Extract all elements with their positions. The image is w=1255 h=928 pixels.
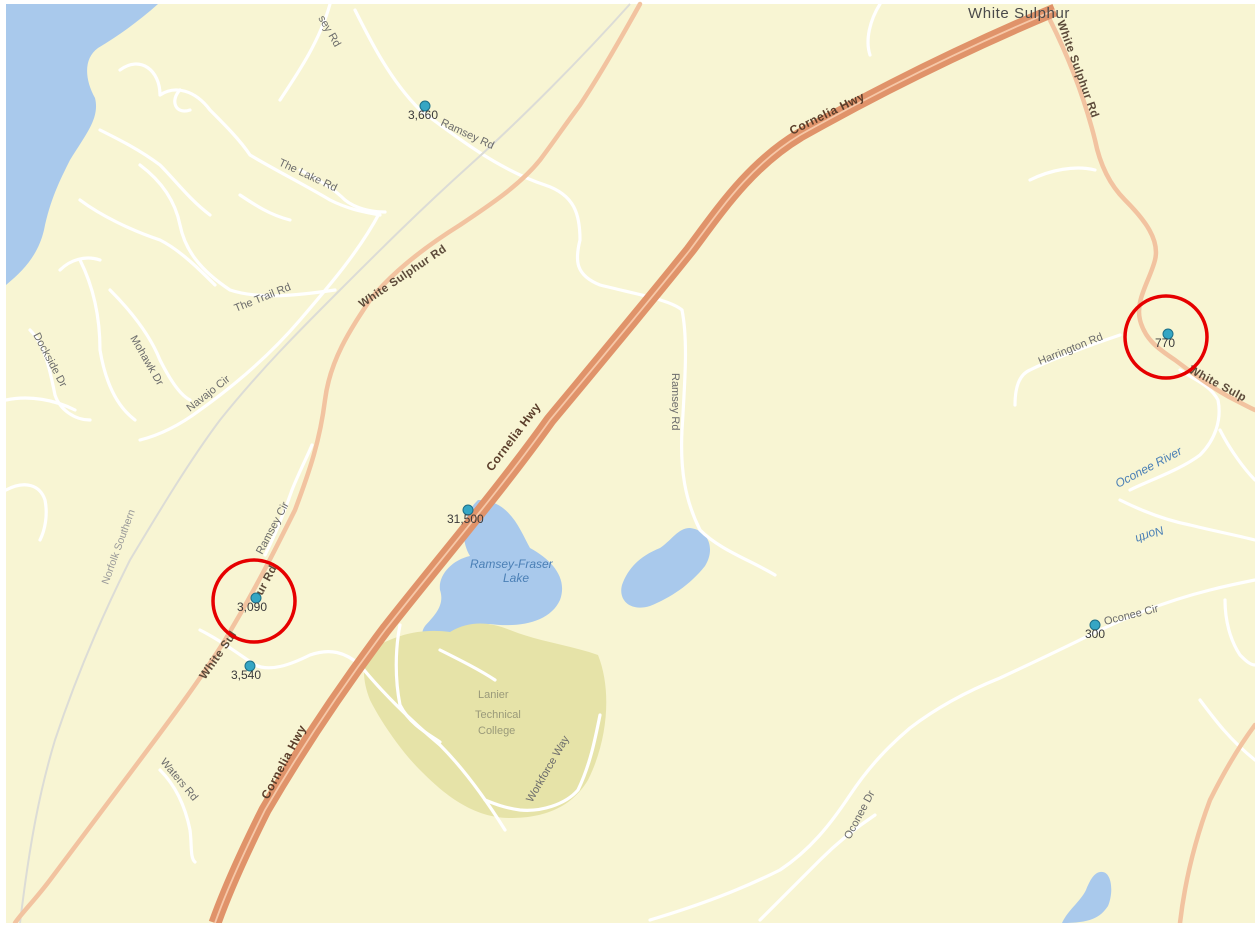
park-lanier-technical-college [364, 623, 607, 818]
highlight-circle [211, 558, 297, 644]
land-background [6, 4, 1255, 923]
traffic-count-dot[interactable] [250, 592, 262, 604]
arterial-roads [12, 1, 1255, 926]
lake-se [1062, 871, 1112, 923]
lake-nw [6, 4, 158, 285]
traffic-count-dot[interactable] [244, 660, 256, 672]
park-label-line2: Technical [475, 709, 521, 721]
traffic-count-label: 3,090 [237, 600, 267, 614]
traffic-count-dot[interactable] [1089, 619, 1101, 631]
traffic-count-dot[interactable] [419, 100, 431, 112]
park-label-line3: College [478, 725, 515, 737]
traffic-count-dot[interactable] [462, 504, 474, 516]
road-label-ramsey-rd-east: Ramsey Rd [669, 373, 681, 430]
traffic-count-marker[interactable]: 31,500 [447, 504, 484, 526]
traffic-count-label: 3,540 [231, 668, 261, 682]
place-label-white-sulphur: White Sulphur [968, 5, 1070, 22]
highlight-circles [211, 294, 1209, 644]
traffic-count-label: 770 [1155, 336, 1175, 350]
highlight-circle [1123, 294, 1209, 380]
park-label-line1: Lanier [478, 689, 509, 701]
traffic-count-label: 3,660 [408, 108, 438, 122]
water-label-lake-line2: Lake [503, 571, 529, 585]
traffic-count-dot[interactable] [1162, 328, 1174, 340]
traffic-count-label: 31,500 [447, 512, 484, 526]
traffic-count-label: 300 [1085, 627, 1105, 641]
traffic-count-marker[interactable]: 3,660 [408, 100, 438, 122]
lake-ramsey-fraser [422, 500, 563, 642]
traffic-count-markers: 3,660 31,500 3,090 3,540 770 300 [231, 100, 1175, 682]
cornelia-hwy [208, 4, 1058, 926]
traffic-count-marker[interactable]: 300 [1085, 619, 1105, 641]
traffic-count-marker[interactable]: 770 [1155, 328, 1175, 350]
norfolk-southern-railroad [19, 3, 631, 924]
traffic-count-marker[interactable]: 3,090 [237, 592, 267, 614]
traffic-count-marker[interactable]: 3,540 [231, 660, 261, 682]
water-label-lake-line1: Ramsey-Fraser [470, 557, 554, 571]
lake-east-pond [621, 528, 711, 608]
